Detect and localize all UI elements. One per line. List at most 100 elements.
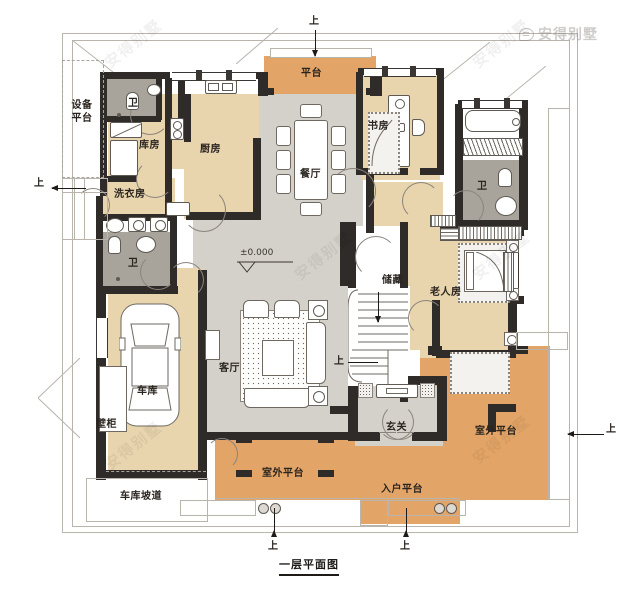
- terrace-e-window-box: [516, 332, 568, 350]
- column-dot-1: [258, 503, 269, 514]
- door-bath-east: [448, 190, 484, 226]
- bath-east-louver-south: [458, 226, 522, 240]
- door-storage: [355, 236, 397, 278]
- room-label-terrace-north: 平台: [301, 68, 322, 79]
- mullion-b: [226, 70, 232, 80]
- dining-chair-head-n: [300, 104, 322, 118]
- nightstand-lamp-bot: [509, 291, 518, 300]
- elder-bed-pillow: [466, 252, 474, 290]
- study-desk-lamp: [395, 99, 405, 109]
- wall-south-foyer-r: [437, 382, 447, 440]
- window-west-garage: [96, 318, 108, 358]
- up-marker-stair-leader: [348, 362, 378, 363]
- study-sofa-curve: [370, 118, 394, 168]
- speech-bubble-icon: [519, 27, 534, 41]
- up-marker-south-arrow: [271, 508, 277, 537]
- terrace-se-wall-b: [488, 404, 516, 412]
- wall-kitchen-west: [178, 78, 185, 138]
- stove-burner-1: [173, 121, 182, 130]
- wall-bath-n-east: [156, 72, 162, 120]
- elevation-marker-label: ±0.000: [240, 248, 274, 258]
- terrace-se-outline: [548, 108, 570, 500]
- wc-east: [498, 168, 512, 187]
- door-corridor: [402, 182, 440, 220]
- door-laundry-west: [76, 188, 110, 222]
- stair-direction-arrow: [375, 292, 381, 323]
- wall-study-west: [356, 72, 363, 168]
- mullion-a: [196, 70, 202, 80]
- study-chair: [412, 119, 425, 136]
- wall-east-upper: [519, 100, 528, 230]
- terrace-rail-nub-1: [236, 436, 252, 443]
- wall-kitchen-east: [253, 138, 261, 218]
- terrace-rail-nub-4: [318, 470, 334, 477]
- elevation-marker-symbol: [237, 258, 293, 273]
- site-boundary-outer: [62, 33, 578, 533]
- column-dot-2: [270, 503, 281, 514]
- room-label-entry-platform: 入户平台: [381, 484, 423, 495]
- door-entry-right: [382, 404, 418, 440]
- lamp-ne: [313, 305, 325, 317]
- terrace-south-fill: [215, 438, 360, 500]
- room-label-garage: 车库: [137, 386, 158, 397]
- sofa-east: [306, 322, 326, 384]
- dining-chair-w3: [276, 174, 291, 194]
- room-label-terrace-south: 室外平台: [262, 468, 304, 479]
- room-label-equipment-platform: 设备平台: [71, 100, 93, 124]
- room-label-dining: 餐厅: [300, 169, 321, 180]
- up-marker-west-arrow: [51, 184, 86, 191]
- coffee-table: [262, 340, 294, 376]
- kitchen-sink-basin-r: [222, 83, 233, 91]
- room-label-terrace-southeast: 室外平台: [475, 426, 517, 437]
- mullion-e: [474, 98, 480, 108]
- equipment-platform-outline: [62, 60, 104, 178]
- sink-north: [147, 84, 161, 96]
- stove-burner-2: [173, 130, 182, 139]
- west-stair-step-1: [62, 192, 108, 193]
- elder-bed-quilt: [476, 252, 504, 290]
- elder-table-rug: [450, 352, 510, 394]
- washer-2-door: [155, 220, 166, 231]
- wall-study-east: [437, 112, 444, 174]
- up-marker-south-label: 上: [268, 541, 279, 552]
- wall-foyer-west-nub: [330, 406, 350, 414]
- room-label-bath-east: 卫: [477, 181, 488, 192]
- roof-diagonal-nw: [72, 40, 118, 76]
- terrace-south-step-2: [388, 500, 466, 516]
- room-label-living: 客厅: [219, 363, 240, 374]
- foyer-plant-right: [420, 383, 435, 398]
- sink-west: [136, 236, 156, 253]
- column-dot-4: [446, 503, 457, 514]
- door-elder-room: [408, 300, 444, 336]
- wall-bath-w-south: [100, 286, 178, 294]
- up-marker-north-arrow: [312, 30, 318, 57]
- column-dot-3: [434, 503, 445, 514]
- terrace-south-edge-line: [215, 498, 460, 499]
- sink-east: [495, 196, 517, 216]
- room-label-elder: 老人房: [430, 287, 462, 298]
- mullion-d: [410, 66, 416, 76]
- shower-drain-north: [117, 113, 121, 117]
- up-marker-east-label: 上: [606, 424, 617, 435]
- sofa-north-1: [243, 300, 269, 318]
- kitchen-counter-lower: [166, 202, 190, 216]
- brand-logo-text: 安得别墅: [538, 27, 598, 43]
- dining-chair-e2: [331, 150, 346, 170]
- door-entry-leaf-r: [397, 432, 414, 433]
- wall-south-foyer-l: [348, 382, 358, 440]
- terrace-rail-nub-3: [236, 470, 252, 477]
- wall-terrace-n-right: [366, 88, 382, 95]
- tv-console: [205, 330, 220, 360]
- wall-study-south-e: [420, 168, 444, 175]
- dining-chair-w2: [276, 150, 291, 170]
- up-marker-entry-arrow: [403, 508, 409, 537]
- wall-living-east: [340, 222, 349, 286]
- wall-bath-w-east: [170, 214, 177, 292]
- room-label-wall-cabinet: 壁柜: [96, 419, 117, 430]
- wall-north-f: [437, 68, 444, 116]
- wall-east-jog3: [508, 346, 528, 354]
- sofa-north-2: [274, 300, 300, 318]
- terrace-south-step: [180, 500, 256, 516]
- room-label-bath-north: 卫: [128, 98, 139, 109]
- foyer-mirror-detail: [386, 388, 408, 394]
